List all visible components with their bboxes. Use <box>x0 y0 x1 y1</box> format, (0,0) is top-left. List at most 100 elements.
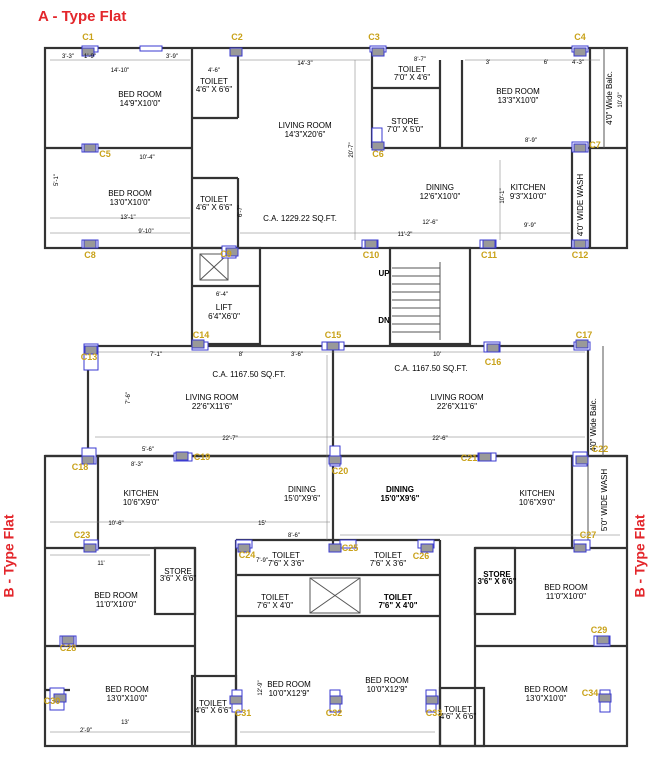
column-label-c12: C12 <box>572 250 589 260</box>
column-c26 <box>420 543 434 553</box>
room-name-a_toilet1: TOILET <box>200 77 228 86</box>
room-name-bl_bed1: BED ROOM <box>94 591 138 600</box>
dimension-d8: 6' <box>544 60 548 66</box>
column-label-c33: C33 <box>426 708 443 718</box>
a-type-walls <box>43 46 629 250</box>
room-name-a_store: STORE <box>391 117 418 126</box>
column-c30 <box>53 693 67 703</box>
dimension-d11: 13'-1" <box>120 215 135 221</box>
room-size-br_bed1: 11'0"X10'0" <box>546 592 586 601</box>
dimension-d28: 11' <box>97 561 104 567</box>
room-name-a_dining: DINING <box>426 183 454 192</box>
room-name-bl_toilet1: TOILET <box>272 551 300 560</box>
column-c17 <box>575 339 589 349</box>
carpet-area-a_flat: C.A. 1229.22 SQ.FT. <box>263 214 337 223</box>
dimension-d25: 10'-6" <box>108 521 123 527</box>
room-size-bl_bed2: 13'0"X10'0" <box>107 694 148 703</box>
room-name-a_balc: 4'0" Wide Balc. <box>605 71 614 125</box>
column-label-c20: C20 <box>332 466 349 476</box>
column-c10 <box>364 239 378 249</box>
room-size-a_living: 14'3"X20'6" <box>285 130 326 139</box>
column-c19 <box>175 451 189 461</box>
column-label-c10: C10 <box>363 250 380 260</box>
column-c27 <box>573 543 587 553</box>
column-label-c9: C9 <box>220 249 232 259</box>
column-label-c13: C13 <box>81 352 98 362</box>
room-size-bl_bed1: 11'0"X10'0" <box>96 600 136 609</box>
dimension-d26: 15' <box>258 521 266 527</box>
column-label-c21: C21 <box>461 453 478 463</box>
dimension-d9: 4'-3" <box>572 60 584 66</box>
column-label-c29: C29 <box>591 625 608 635</box>
column-label-c3: C3 <box>368 32 380 42</box>
dimension-d38: 7'-9" <box>256 558 268 564</box>
column-c20 <box>328 455 342 465</box>
column-label-c7: C7 <box>589 140 601 150</box>
dimension-d1: 1'-9" <box>84 54 96 60</box>
column-c22 <box>575 455 589 465</box>
room-name-br_kitchen: KITCHEN <box>519 489 554 498</box>
room-name-br_living: LIVING ROOM <box>430 393 484 402</box>
room-size-br_store: 3'6" X 6'6" <box>478 577 517 586</box>
room-name-bl_bed3: BED ROOM <box>267 680 311 689</box>
dimension-d18: 7'-1" <box>150 352 162 358</box>
column-c32 <box>329 695 343 705</box>
dimension-d30: 6'-4" <box>216 292 228 298</box>
column-c13 <box>84 345 98 355</box>
dimension-d21: 10' <box>433 352 441 358</box>
column-c25 <box>328 543 342 553</box>
dimension-d35: 3'-3" <box>62 54 74 60</box>
column-label-c23: C23 <box>74 530 91 540</box>
a-type-flat-title: A - Type Flat <box>38 8 127 25</box>
room-name-a_toilet3: TOILET <box>200 195 228 204</box>
column-label-c24: C24 <box>239 550 256 560</box>
dimension-d24: 8'-3" <box>131 462 143 468</box>
column-c8 <box>83 239 97 249</box>
column-c18 <box>81 455 95 465</box>
column-label-c19: C19 <box>194 452 211 462</box>
dimension-d40: 5'-1" <box>54 174 60 186</box>
dimension-d16: 8'-9" <box>525 138 537 144</box>
room-size-bl_living: 22'6"X11'6" <box>192 402 232 411</box>
column-c34 <box>598 693 612 703</box>
column-label-c25: C25 <box>342 543 359 553</box>
room-name-a_wash: 4'0" WIDE WASH <box>576 174 585 237</box>
room-name-br_bed1: BED ROOM <box>544 583 588 592</box>
column-label-c16: C16 <box>485 357 502 367</box>
column-c4 <box>573 47 587 57</box>
dimension-d32: 10'-1" <box>500 188 506 203</box>
column-label-c6: C6 <box>372 149 384 159</box>
column-label-c8: C8 <box>84 250 96 260</box>
dimension-d29: 13' <box>121 720 129 726</box>
dimension-d19: 8' <box>239 352 243 358</box>
b-type-flat-title-left: B - Type Flat <box>0 514 17 598</box>
room-name-stair_dn: DN <box>378 316 390 325</box>
column-label-c17: C17 <box>576 330 593 340</box>
column-c12 <box>573 239 587 249</box>
room-size-bl_toilet2: 7'6" X 4'0" <box>257 601 293 610</box>
column-c31 <box>229 695 243 705</box>
room-name-bl_toilet2: TOILET <box>261 593 289 602</box>
room-name-bl_kitchen: KITCHEN <box>123 489 158 498</box>
column-c6 <box>371 141 385 151</box>
room-size-bl_bed3: 10'0"X12'9" <box>269 689 310 698</box>
dimension-d6: 8'-7" <box>414 57 426 63</box>
dimension-d4: 4'-6" <box>208 68 220 74</box>
room-size-a_dining: 12'6"X10'0" <box>420 192 461 201</box>
room-size-a_toilet3: 4'6" X 6'6" <box>196 203 232 212</box>
dimension-d27: 8'-6" <box>288 533 300 539</box>
dimension-d2: 3'-9" <box>166 54 178 60</box>
column-c11 <box>482 239 496 249</box>
column-c3 <box>371 47 385 57</box>
column-c14 <box>191 339 205 349</box>
room-size-bl_dining: 15'0"X9'6" <box>284 494 320 503</box>
column-label-c34: C34 <box>582 688 599 698</box>
room-name-br_store: STORE <box>483 570 511 579</box>
column-label-c26: C26 <box>413 551 430 561</box>
room-size-br_living: 22'6"X11'6" <box>437 402 477 411</box>
column-c29 <box>596 635 610 645</box>
room-size-br_kitchen: 10'6"X9'0" <box>519 498 555 507</box>
column-label-c4: C4 <box>574 32 586 42</box>
windows <box>49 45 611 713</box>
dimension-d23: 22'-6" <box>432 436 447 442</box>
